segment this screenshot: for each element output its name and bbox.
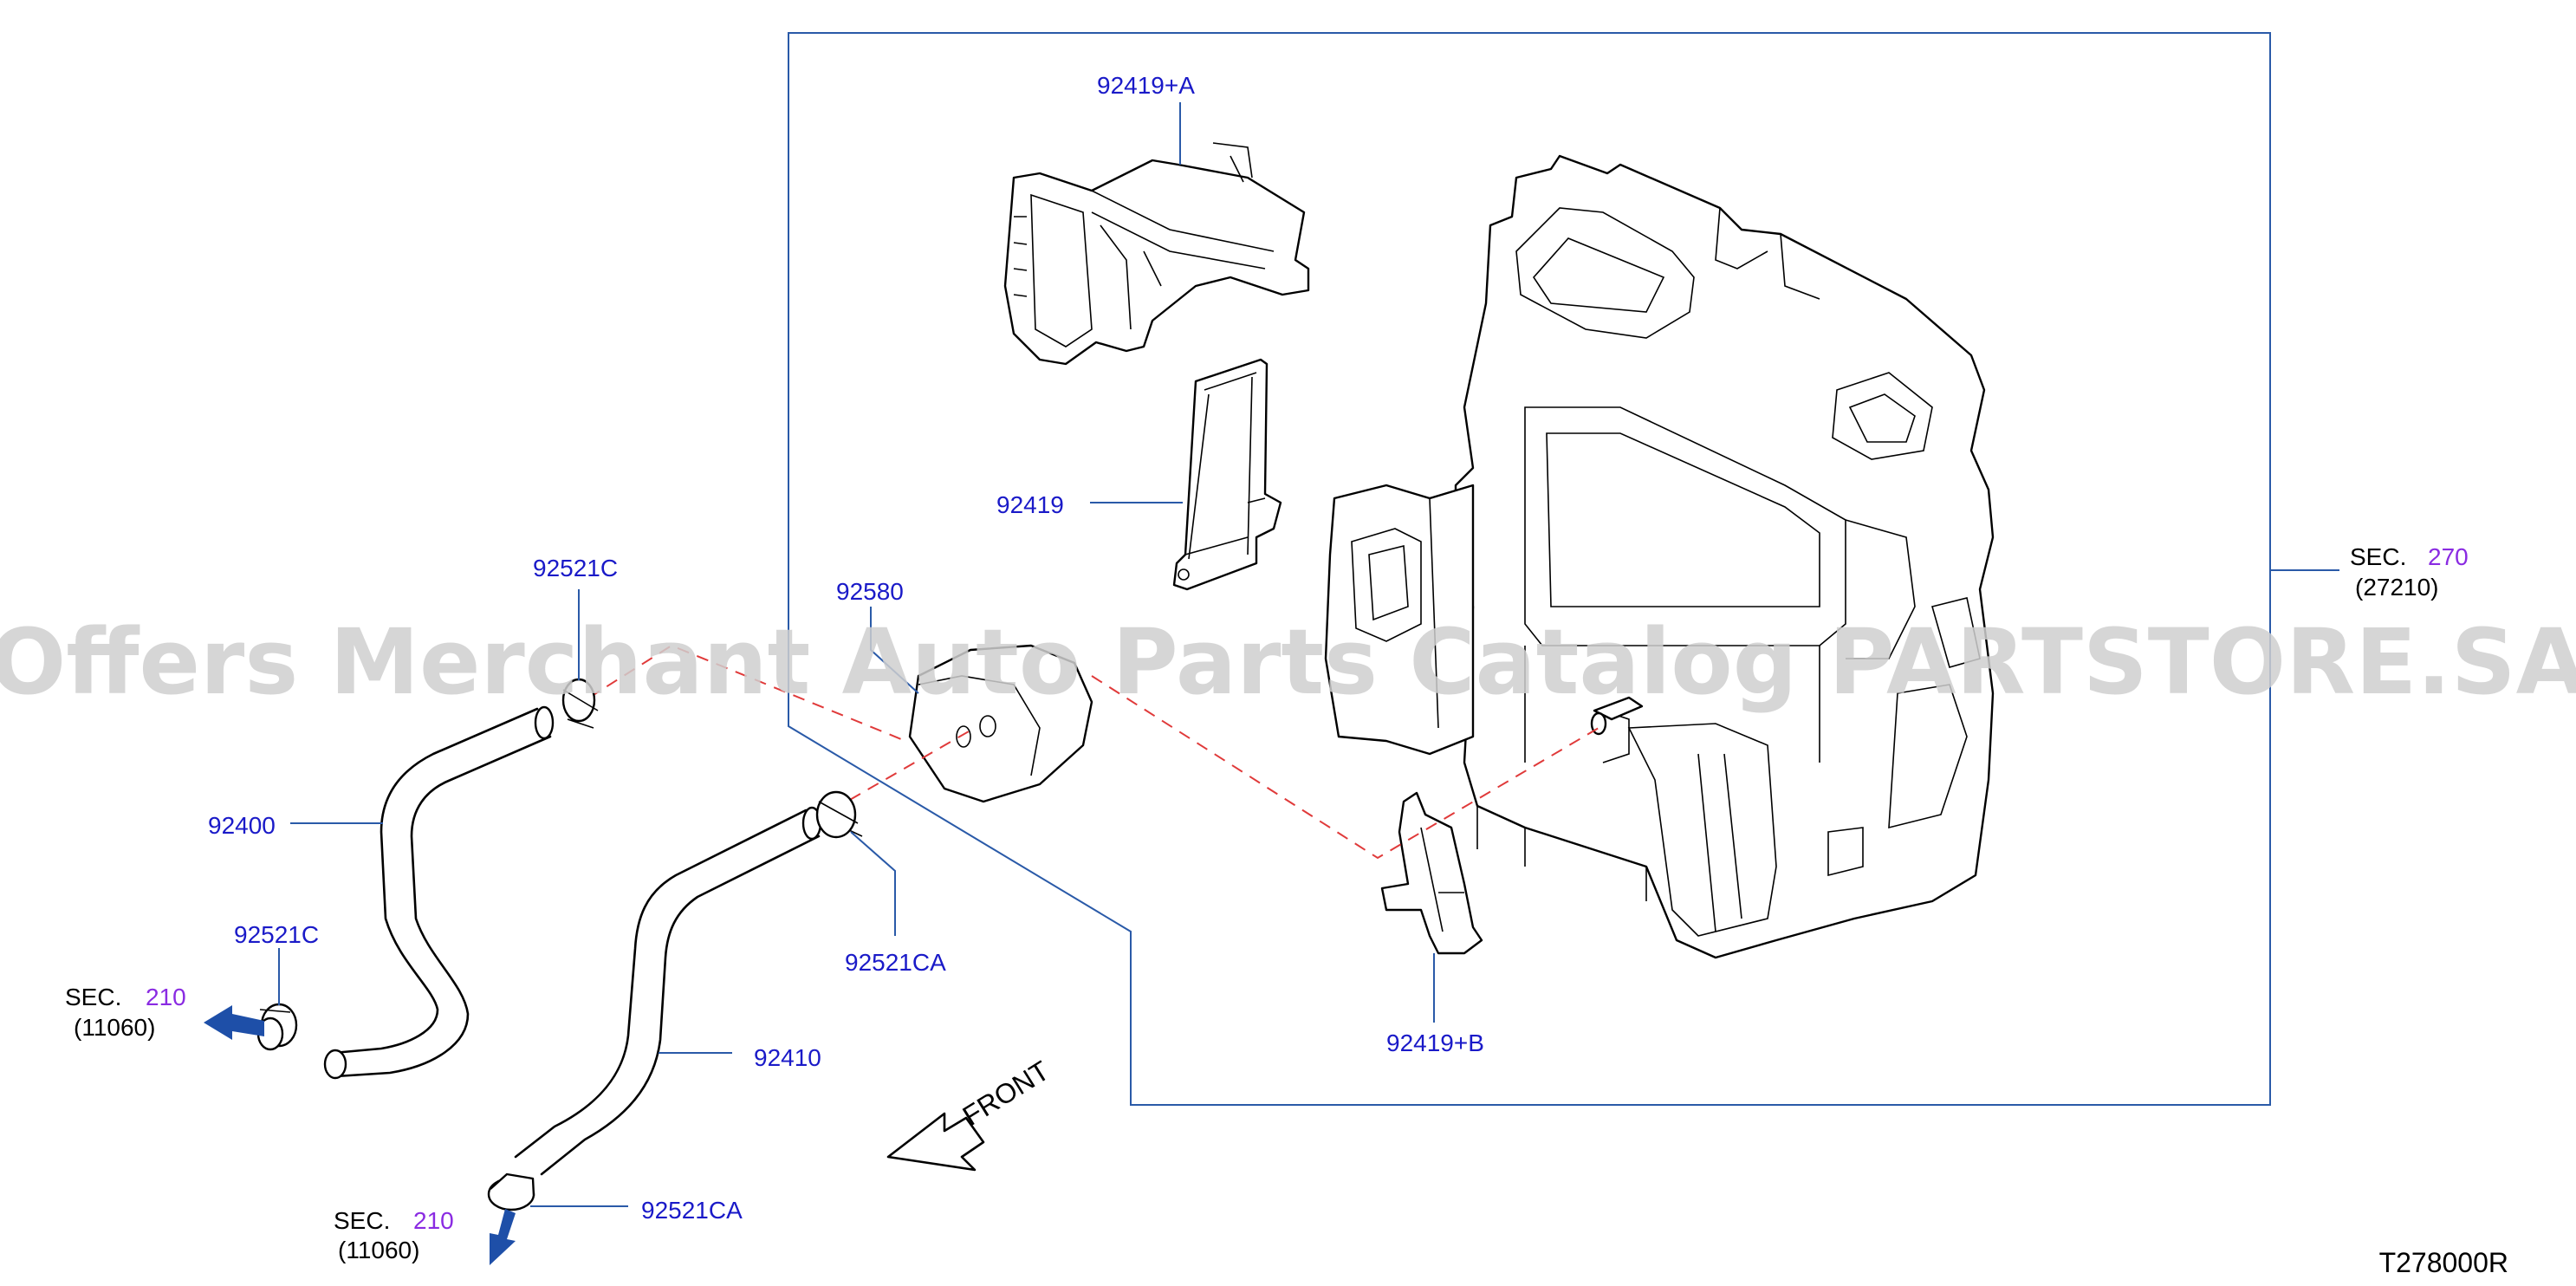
label-92410[interactable]: 92410 bbox=[754, 1044, 821, 1071]
label-92521c-top[interactable]: 92521C bbox=[533, 555, 618, 581]
front-label: FRONT bbox=[957, 1055, 1055, 1132]
sec-ref-270[interactable]: SEC. 270 (27210) bbox=[2350, 543, 2469, 601]
dash-line-2 bbox=[831, 727, 976, 811]
sec-ref-210-bottom[interactable]: SEC. 210 (11060) bbox=[334, 1207, 454, 1263]
sec-ref-270-code: (27210) bbox=[2355, 574, 2439, 601]
front-arrow-icon bbox=[886, 1112, 985, 1172]
leader-92580 bbox=[870, 607, 919, 694]
sec-ref-210-left-number: 210 bbox=[146, 984, 186, 1010]
label-92580[interactable]: 92580 bbox=[836, 578, 904, 605]
sec-ref-210-bottom-prefix: SEC. bbox=[334, 1207, 390, 1234]
diagram-code: T278000R bbox=[2379, 1247, 2508, 1278]
dash-line-1 bbox=[588, 644, 906, 742]
sec-ref-270-number: 270 bbox=[2428, 543, 2469, 570]
label-92521c-bottom[interactable]: 92521C bbox=[234, 921, 319, 948]
duct-92419 bbox=[1172, 358, 1282, 591]
bracket-92419b bbox=[1380, 791, 1483, 955]
duct-92419a bbox=[1003, 142, 1310, 366]
label-92419a[interactable]: 92419+A bbox=[1097, 72, 1195, 99]
label-92419[interactable]: 92419 bbox=[996, 491, 1064, 518]
sec-ref-210-left[interactable]: SEC. 210 (11060) bbox=[65, 984, 186, 1041]
heater-unit-body bbox=[1454, 154, 1995, 959]
sec-ref-210-left-code: (11060) bbox=[74, 1014, 155, 1041]
assembly-frame bbox=[788, 32, 2271, 1106]
arrow-to-sec210-left bbox=[204, 1005, 264, 1040]
blower-casing bbox=[1324, 484, 1475, 756]
sec-ref-210-left-prefix: SEC. bbox=[65, 984, 121, 1010]
sec-ref-210-bottom-number: 210 bbox=[413, 1207, 454, 1234]
leader-92521ca-mid bbox=[850, 831, 896, 936]
arrow-to-sec210-bottom bbox=[490, 1209, 516, 1265]
label-92521ca-mid[interactable]: 92521CA bbox=[845, 949, 946, 976]
clamp-92521ca-bottom bbox=[487, 1172, 535, 1211]
label-92419b[interactable]: 92419+B bbox=[1386, 1029, 1484, 1056]
label-92400[interactable]: 92400 bbox=[208, 812, 276, 839]
hose-92400 bbox=[323, 705, 555, 1080]
hose-92410 bbox=[514, 806, 822, 1176]
clamp-92521c-top bbox=[561, 678, 599, 729]
sec-ref-270-prefix: SEC. bbox=[2350, 543, 2406, 570]
aspirator-92580 bbox=[908, 644, 1093, 803]
clamp-92521ca-mid bbox=[815, 790, 863, 839]
dash-line-3 bbox=[1091, 675, 1599, 860]
watermark: Offers Merchant Auto Parts Catalog PARTS… bbox=[0, 609, 2576, 715]
sec-ref-210-bottom-code: (11060) bbox=[338, 1237, 419, 1263]
label-92521ca-bottom[interactable]: 92521CA bbox=[641, 1197, 743, 1224]
